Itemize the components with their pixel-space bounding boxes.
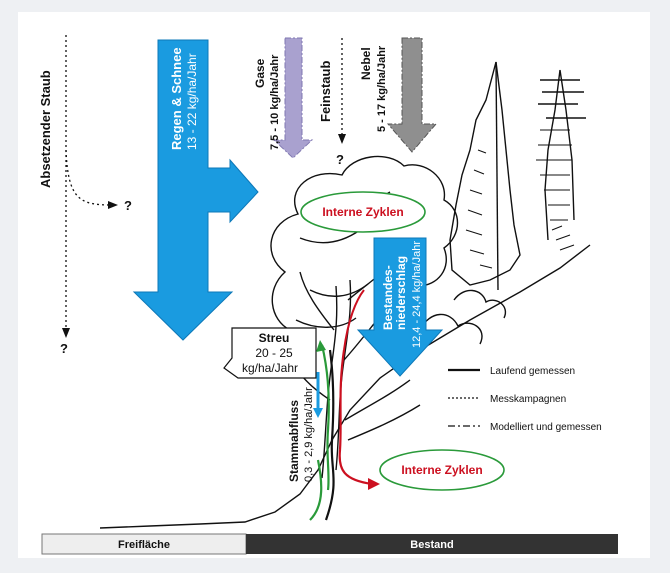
dust-question-1: ? — [124, 198, 132, 213]
stem-blue-arrowhead — [313, 408, 323, 418]
bestand-label: Bestand — [410, 539, 453, 551]
bestandesniederschlag-line1: Bestandes- — [381, 265, 395, 330]
bestandesniederschlag-arrow — [356, 237, 444, 377]
interne-zyklen-top: Interne Zyklen — [322, 205, 403, 219]
nebel-arrow — [386, 37, 438, 153]
legend-solid-label: Laufend gemessen — [490, 366, 575, 377]
bestandesniederschlag-value: 12,4 - 24,4 kg/ha/Jahr — [411, 241, 423, 348]
stammabfluss-label: Stammabfluss — [287, 400, 301, 482]
dust-question-2: ? — [60, 341, 68, 356]
gase-value: 7,5 - 10 kg/ha/Jahr — [269, 54, 281, 150]
nebel-label: Nebel — [359, 47, 373, 80]
interne-zyklen-bottom: Interne Zyklen — [401, 463, 482, 477]
legend — [448, 368, 480, 427]
diagram-panel — [18, 12, 650, 558]
gase-arrow — [272, 37, 314, 159]
legend-dotted-label: Messkampagnen — [490, 394, 566, 405]
stemflow-lines — [309, 344, 373, 521]
streu-label: Streu — [259, 331, 290, 345]
gase-label: Gase — [253, 58, 267, 88]
legend-dashdot-label: Modelliert und gemessen — [490, 422, 602, 433]
bestand-bar — [246, 534, 618, 554]
rain-snow-arrow — [132, 39, 259, 341]
interne-zyklen-top-ellipse — [300, 191, 426, 233]
streu-box — [223, 327, 317, 379]
feinstaub-label: Feinstaub — [318, 61, 333, 122]
feinstaub-arrowhead — [338, 134, 346, 144]
freiflaeche-label: Freifläche — [118, 539, 170, 551]
dust-arrowhead-right — [108, 201, 118, 209]
bestandesniederschlag-line2: niederschlag — [394, 256, 408, 330]
foliage-texture — [465, 129, 575, 269]
rain-value: 13 - 22 kg/ha/Jahr — [185, 53, 199, 150]
stammabfluss-value: 0,3 - 2,9 kg/ha/Jahr — [303, 387, 315, 482]
interne-zyklen-bottom-ellipse — [379, 449, 505, 491]
streu-value-2: kg/ha/Jahr — [242, 361, 298, 375]
dust-arrowhead-down — [62, 328, 70, 338]
streu-value-1: 20 - 25 — [255, 346, 293, 360]
dust-label: Absetzender Staub — [38, 70, 53, 188]
rain-label: Regen & Schnee — [169, 47, 184, 150]
green-arrowhead — [316, 340, 326, 352]
feinstaub-question: ? — [336, 152, 344, 167]
canopy-red-line — [343, 289, 365, 351]
red-arrowhead — [368, 478, 380, 490]
nebel-value: 5 - 17 kg/ha/Jahr — [376, 45, 388, 132]
dust-arrows — [65, 35, 113, 330]
